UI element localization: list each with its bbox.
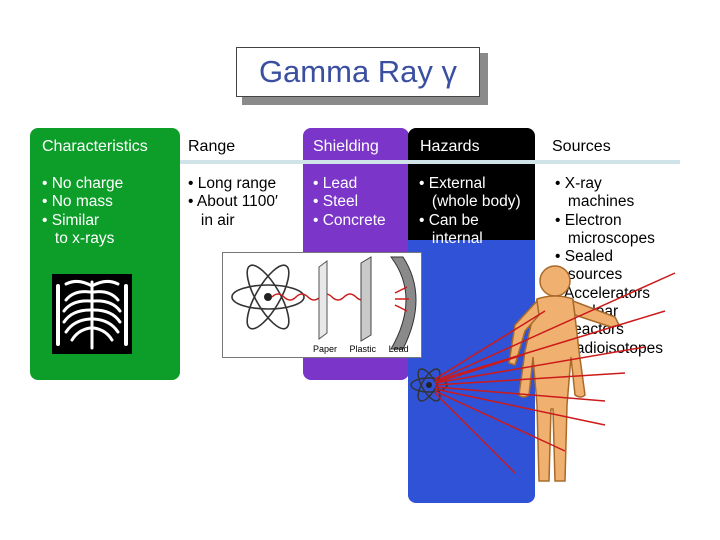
shielding-header: Shielding bbox=[313, 138, 379, 155]
list-item: • Electron bbox=[555, 211, 622, 229]
characteristics-header: Characteristics bbox=[42, 138, 148, 155]
list-item: • Similar bbox=[42, 211, 100, 229]
list-item: internal bbox=[419, 229, 483, 247]
header-rule bbox=[180, 160, 680, 164]
sources-list: • X-ray machines • Electron microscopes … bbox=[555, 175, 663, 358]
list-item: • Lead bbox=[313, 175, 358, 192]
list-item: • External bbox=[419, 175, 486, 192]
list-item: (whole body) bbox=[419, 193, 521, 211]
page-title: Gamma Ray γ bbox=[258, 54, 458, 89]
hazards-header-panel bbox=[408, 128, 535, 248]
list-item: • Concrete bbox=[313, 211, 386, 229]
atom-shielding-diagram bbox=[231, 256, 417, 350]
list-item: in air bbox=[188, 211, 235, 229]
list-item: sources bbox=[555, 266, 623, 284]
human-body-exposure-icon bbox=[410, 265, 676, 482]
label-paper: Paper bbox=[313, 344, 338, 354]
list-item: • No mass bbox=[42, 193, 113, 211]
shielding-list: • Lead • Steel • Concrete bbox=[313, 175, 386, 230]
list-item: • Sealed bbox=[555, 248, 613, 266]
list-item: machines bbox=[555, 193, 635, 211]
label-lead: Lead bbox=[388, 344, 409, 354]
list-item: • Radioisotopes bbox=[555, 339, 663, 357]
hazards-list: • External (whole body) • Can be interna… bbox=[419, 175, 521, 248]
range-header: Range bbox=[188, 138, 236, 155]
list-item: • Steel bbox=[313, 193, 359, 211]
list-item: • X-ray bbox=[555, 175, 602, 192]
list-item: • No charge bbox=[42, 175, 124, 192]
list-item: microscopes bbox=[555, 229, 655, 247]
list-item: to x-rays bbox=[42, 229, 115, 247]
shielding-illustration bbox=[222, 252, 422, 358]
list-item: • Can be bbox=[419, 211, 479, 229]
hazards-header: Hazards bbox=[420, 138, 480, 155]
sources-header: Sources bbox=[552, 138, 611, 155]
label-plastic: Plastic bbox=[349, 344, 377, 354]
title-box: Gamma Ray γ bbox=[236, 47, 480, 97]
list-item: • Accelerators bbox=[555, 284, 651, 302]
chest-xray-icon bbox=[52, 274, 132, 354]
range-list: • Long range • About 1100′ in air bbox=[188, 175, 278, 230]
list-item: • About 1100′ bbox=[188, 193, 278, 211]
list-item: • Long range bbox=[188, 175, 277, 192]
shielding-labels: Paper Plastic Lead bbox=[313, 344, 419, 354]
characteristics-list: • No charge • No mass • Similar to x-ray… bbox=[42, 175, 123, 248]
